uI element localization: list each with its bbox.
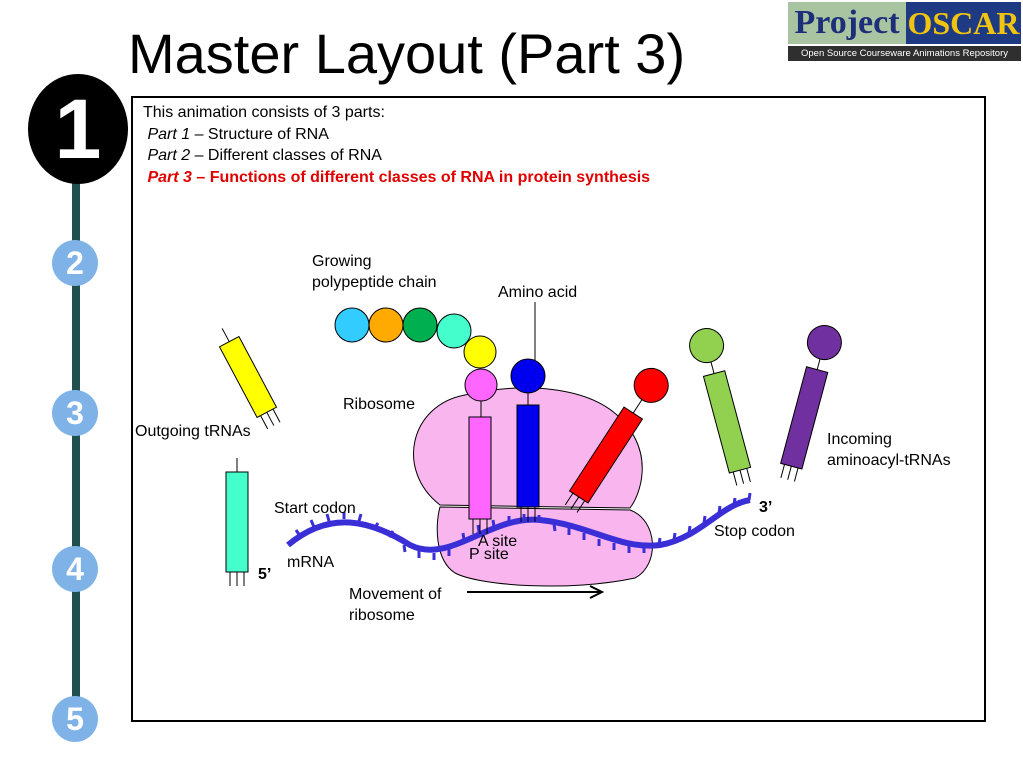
slide-title: Master Layout (Part 3): [128, 22, 686, 85]
step-3-button[interactable]: 3: [52, 390, 98, 436]
a-site-trna: [510, 358, 546, 522]
step-5-button[interactable]: 5: [52, 696, 98, 742]
part-3-line: Part 3 – Functions of different classes …: [143, 167, 650, 189]
part-2-label: Part 2: [147, 147, 191, 164]
logo-word-oscar: OSCAR: [906, 2, 1021, 44]
amino-acid-bead: [334, 307, 370, 343]
label-three-prime: 3’: [759, 499, 773, 516]
step-2-button[interactable]: 2: [52, 240, 98, 286]
logo-word-project: Project: [788, 2, 906, 44]
step-4-button[interactable]: 4: [52, 546, 98, 592]
p-site-trna: [464, 368, 498, 534]
logo-tagline: Open Source Courseware Animations Reposi…: [788, 46, 1021, 61]
incoming-trna-lightgreen: [689, 328, 752, 486]
outgoing-trna-aquamarine: [225, 458, 249, 586]
incoming-trna-purple: [780, 325, 842, 482]
movement-arrow-icon: [467, 585, 605, 599]
amino-acid-bead: [436, 313, 472, 349]
part-2-line: Part 2 – Different classes of RNA: [143, 145, 650, 167]
part-2-text: – Different classes of RNA: [190, 147, 382, 164]
label-ribosome: Ribosome: [343, 396, 416, 413]
label-growing-polypeptide-chain: Growing polypeptide chain: [312, 251, 437, 293]
label-p-site: P site: [469, 546, 509, 563]
label-movement-of-ribosome: Movement of ribosome: [349, 586, 442, 624]
mrna-strand: [286, 492, 752, 560]
label-mrna: mRNA: [287, 554, 335, 571]
intro-line: This animation consists of 3 parts:: [143, 104, 385, 121]
part-1-line: Part 1 – Structure of RNA: [143, 124, 650, 146]
intro-text: This animation consists of 3 parts: Part…: [143, 102, 650, 188]
label-growing-polypeptide-chain-text: Growing polypeptide chain: [312, 253, 437, 291]
part-1-text: – Structure of RNA: [190, 125, 329, 143]
mrna-codon-ticks: [294, 492, 752, 560]
label-outgoing-trnas: Outgoing tRNAs: [135, 423, 251, 440]
label-five-prime: 5’: [258, 566, 272, 583]
step-1-button[interactable]: 1: [28, 74, 128, 184]
label-amino-acid: Amino acid: [498, 284, 578, 301]
outgoing-trna-yellow: [218, 328, 281, 430]
amino-acid-bead: [368, 307, 404, 343]
amino-acid-bead: [402, 307, 438, 343]
label-a-site: A site: [478, 533, 518, 550]
amino-acid-bead: [463, 335, 497, 369]
part-3-text: – Functions of different classes of RNA …: [191, 168, 651, 186]
entering-trna-red: [564, 367, 669, 513]
part-1-label: Part 1: [147, 125, 191, 143]
label-start-codon: Start codon: [274, 500, 356, 517]
part-3-label: Part 3: [147, 168, 192, 186]
label-stop-codon: Stop codon: [714, 523, 795, 540]
project-oscar-logo: Project OSCAR Open Source Courseware Ani…: [788, 2, 1021, 62]
polypeptide-chain: [334, 307, 497, 369]
label-incoming-aminoacyl-trnas: Incoming aminoacyl-tRNAs: [827, 431, 951, 469]
